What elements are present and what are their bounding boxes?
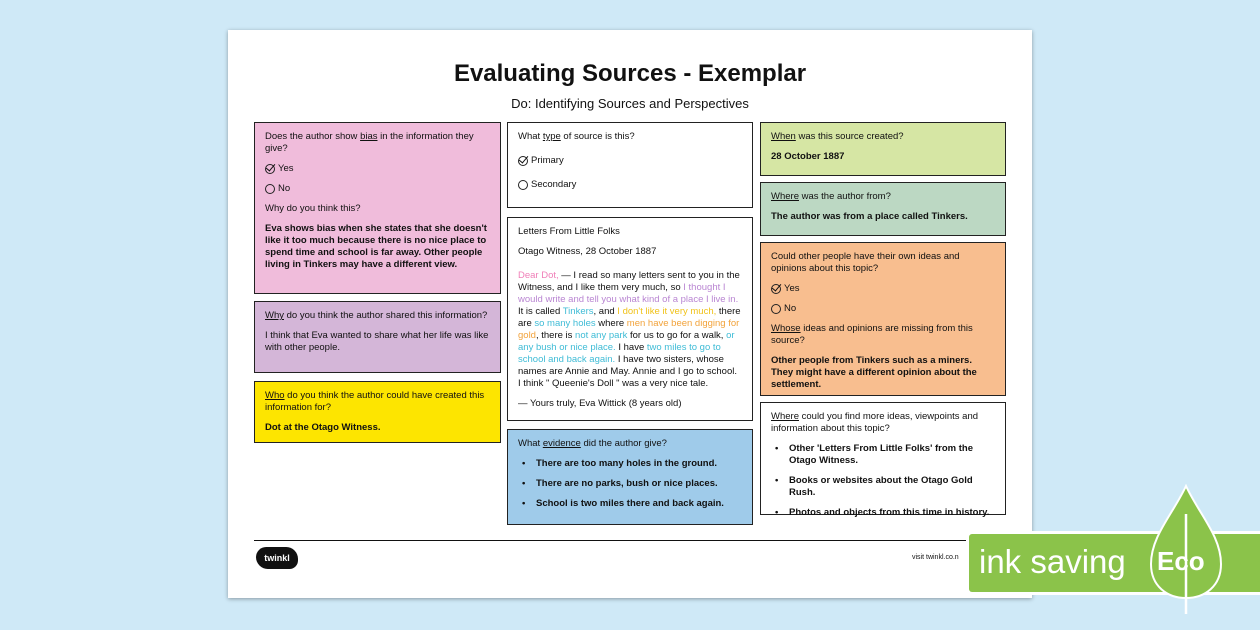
primary-option[interactable]: Primary [518,155,742,167]
worksheet-page: Evaluating Sources - Exemplar Do: Identi… [228,30,1032,598]
other-views-box: Could other people have their own ideas … [760,242,1006,396]
letter-signoff: — Yours truly, Eva Wittick (8 years old) [518,398,682,409]
page-subtitle: Do: Identifying Sources and Perspectives [511,96,749,111]
letter-heading: Letters From Little Folks [518,226,620,237]
where-from-box: Where was the author from? The author wa… [760,182,1006,236]
bias-answer: Eva shows bias when she states that she … [265,223,487,270]
why-shared-box: Why do you think the author shared this … [254,301,501,373]
eco-label: Eco [1157,546,1205,576]
twinkl-logo: twinkl [256,547,298,569]
other-views-question: Could other people have their own ideas … [771,251,960,274]
other-views-yes-option[interactable]: Yes [771,283,995,295]
letter-source: Otago Witness, 28 October 1887 [518,246,657,257]
bias-yes-option[interactable]: Yes [265,163,490,175]
radio-icon [518,180,528,190]
list-item: Books or websites about the Otago Gold R… [771,475,995,499]
letter-box: Letters From Little Folks Otago Witness,… [507,217,753,421]
eco-leaf-icon [1149,484,1223,614]
evidence-list: There are too many holes in the ground. … [518,458,742,510]
evidence-box: What evidence did the author give? There… [507,429,753,525]
more-info-box: Where could you find more ideas, viewpoi… [760,402,1006,519]
why-shared-answer: I think that Eva wanted to share what he… [265,330,489,353]
checked-radio-icon [265,164,275,174]
source-type-question: What type of source is this? [518,131,635,142]
when-answer: 28 October 1887 [771,151,845,162]
footer-divider [254,540,1006,541]
visit-url: visit twinkl.co.n [912,554,959,561]
list-item: School is two miles there and back again… [518,498,742,510]
missing-views-question: Whose ideas and opinions are missing fro… [771,323,973,346]
ink-saving-label: ink saving [979,543,1126,580]
other-views-no-option[interactable]: No [771,303,995,315]
where-from-answer: The author was from a place called Tinke… [771,211,968,222]
source-type-box: What type of source is this? Primary Sec… [507,122,753,208]
checked-radio-icon [771,284,781,294]
page-title: Evaluating Sources - Exemplar [453,60,807,87]
secondary-option[interactable]: Secondary [518,179,742,191]
evidence-question: What evidence did the author give? [518,438,667,449]
audience-question: Who do you think the author could have c… [265,390,485,413]
radio-icon [771,304,781,314]
bias-why-prompt: Why do you think this? [265,203,361,214]
bias-box: Does the author show bias in the informa… [254,122,501,294]
list-item: Other 'Letters From Little Folks' from t… [771,443,995,467]
audience-answer: Dot at the Otago Witness. [265,422,381,433]
other-views-answer: Other people from Tinkers such as a mine… [771,355,977,390]
when-box: When was this source created? 28 October… [760,122,1006,176]
letter-body: Dear Dot, — I read so many letters sent … [518,270,741,389]
list-item: Photos and objects from this time in his… [771,507,995,519]
more-info-question: Where could you find more ideas, viewpoi… [771,411,979,434]
when-question: When was this source created? [771,131,904,142]
checked-radio-icon [518,156,528,166]
bias-no-option[interactable]: No [265,183,490,195]
radio-icon [265,184,275,194]
bias-question: Does the author show bias in the informa… [265,131,474,154]
list-item: There are no parks, bush or nice places. [518,478,742,490]
list-item: There are too many holes in the ground. [518,458,742,470]
more-info-list: Other 'Letters From Little Folks' from t… [771,443,995,519]
why-shared-question: Why do you think the author shared this … [265,310,488,321]
where-from-question: Where was the author from? [771,191,891,202]
audience-box: Who do you think the author could have c… [254,381,501,443]
